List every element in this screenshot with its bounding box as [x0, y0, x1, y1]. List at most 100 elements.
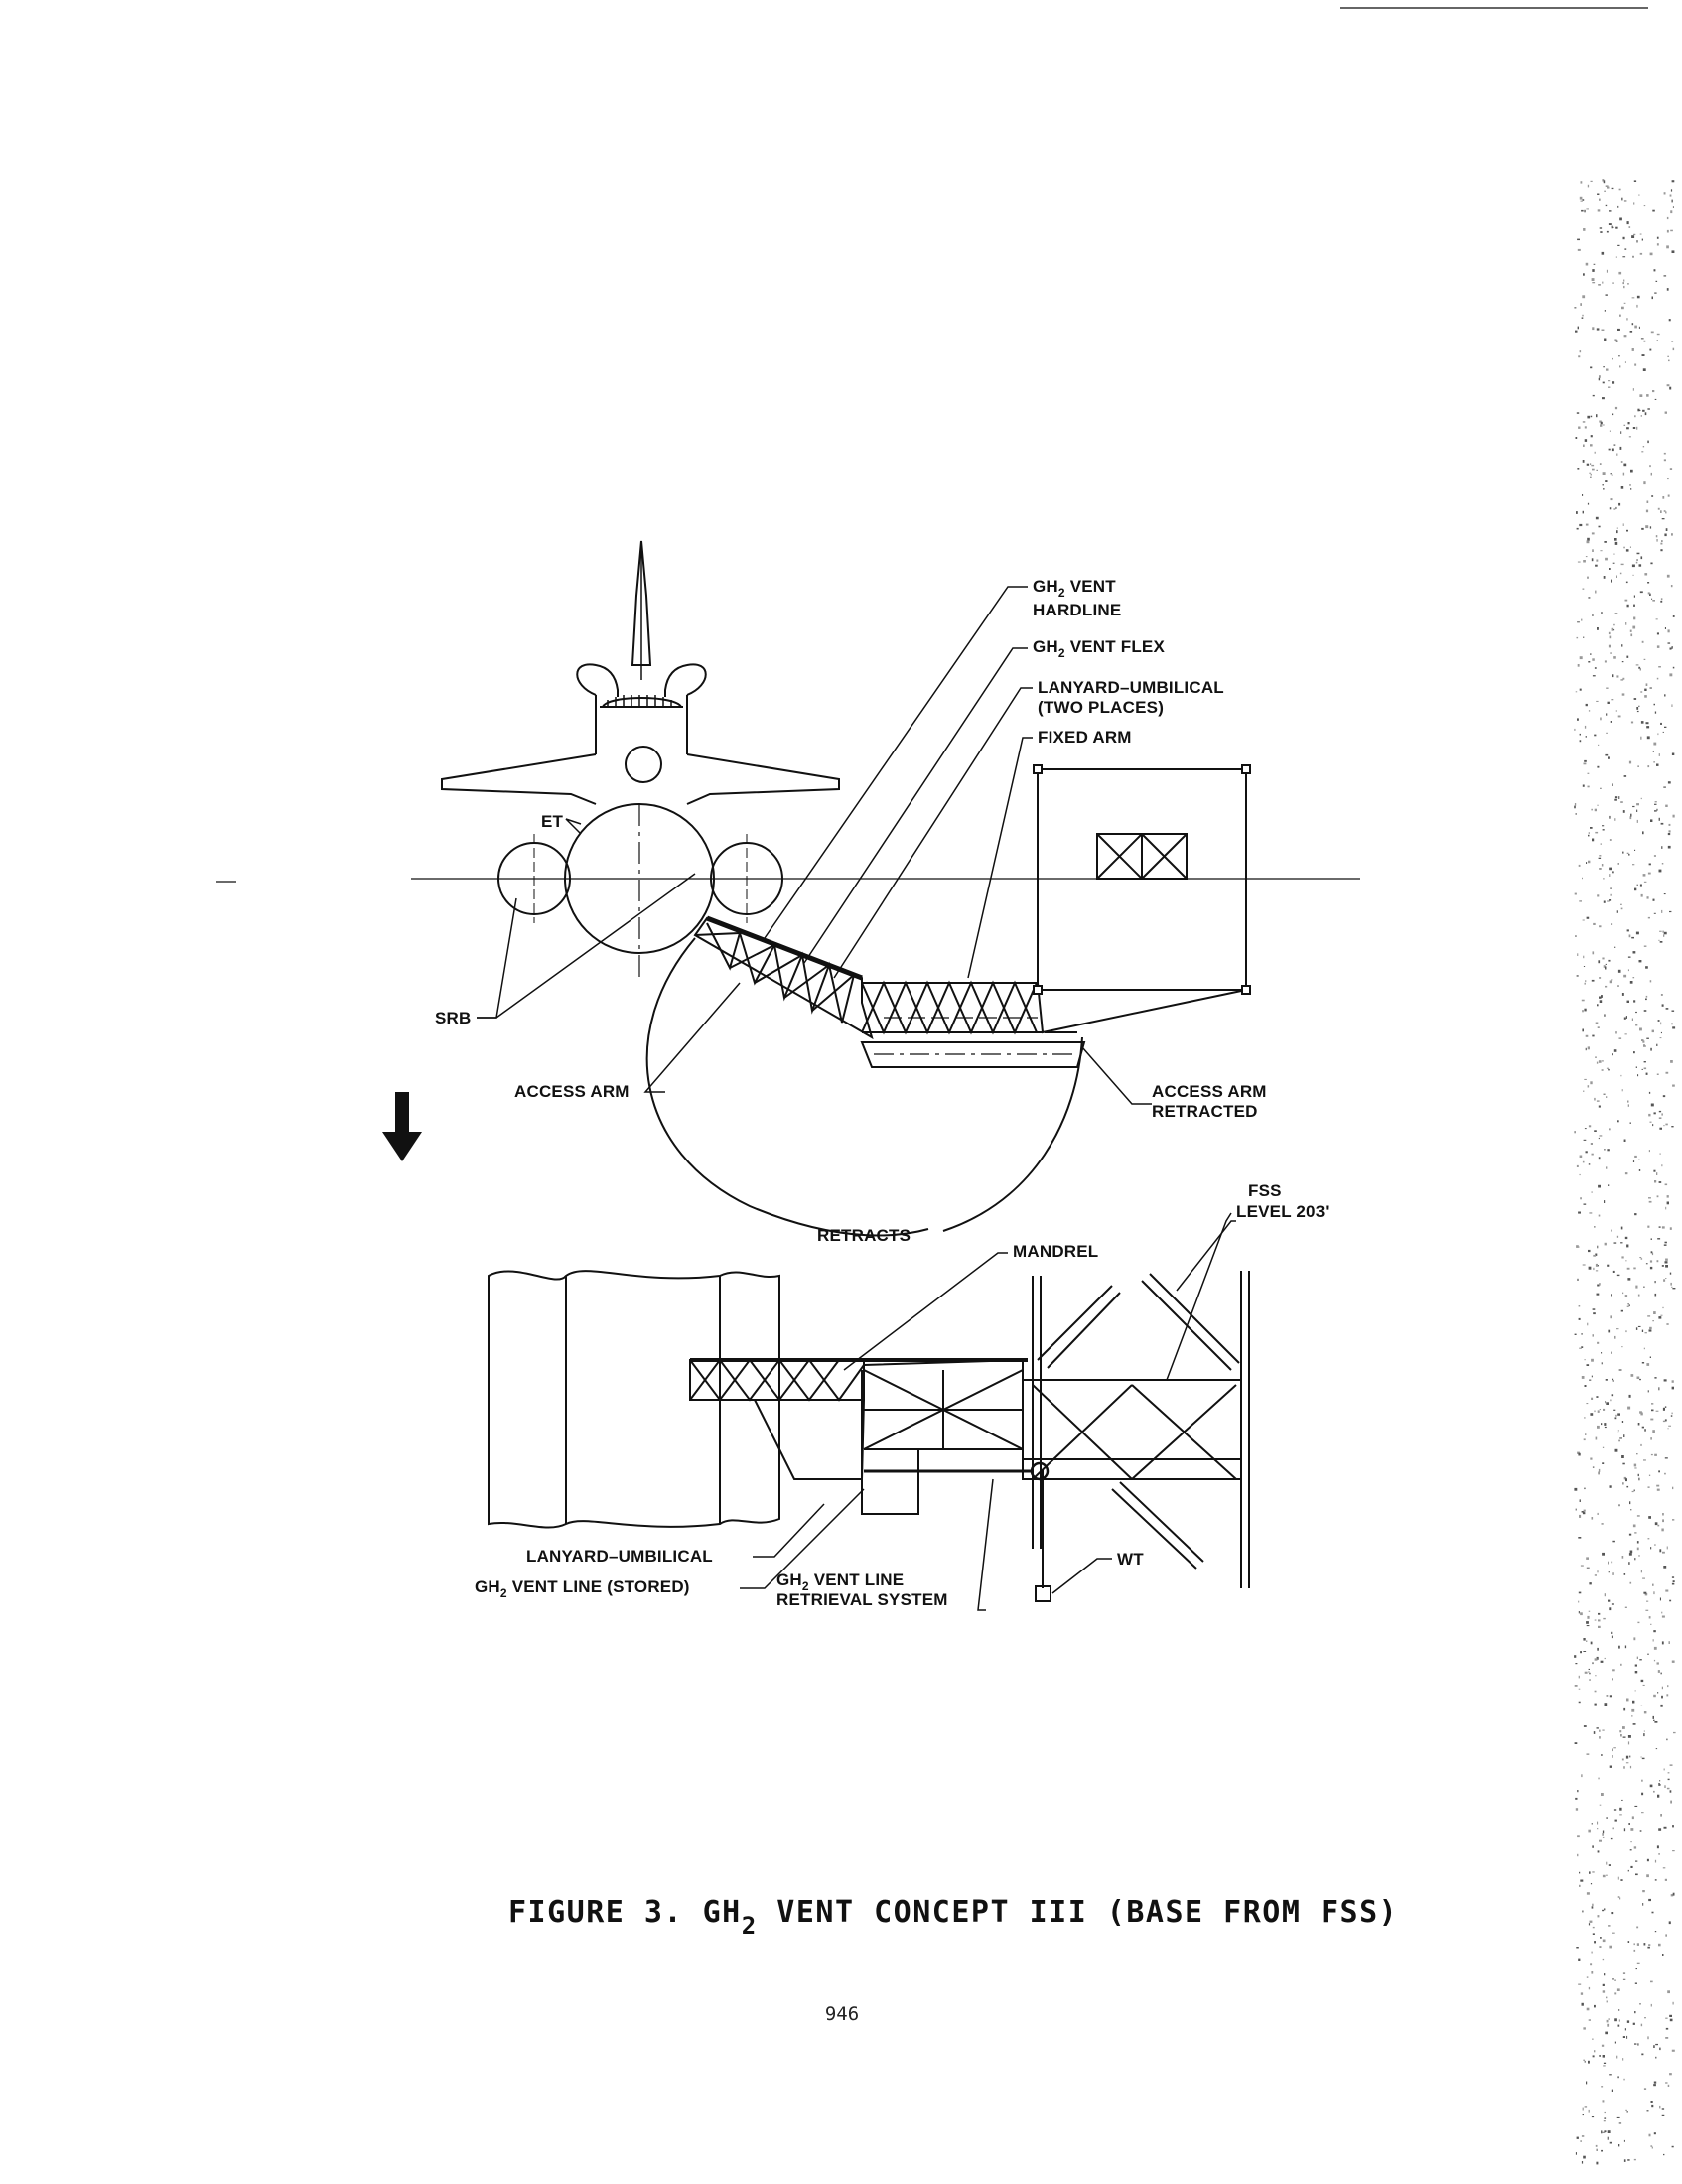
scan-noise-dot — [1636, 707, 1639, 710]
scan-noise-dot — [1604, 338, 1607, 341]
scan-noise-dot — [1590, 366, 1593, 369]
scan-noise-dot — [1633, 1463, 1637, 1467]
scan-noise-dot — [1618, 271, 1622, 275]
scan-noise-dot — [1633, 1846, 1637, 1849]
scan-noise-dot — [1604, 2130, 1607, 2133]
scan-noise-dot — [1642, 1684, 1645, 1686]
scan-noise-dot — [1607, 186, 1610, 189]
scan-noise-dot — [1662, 1420, 1666, 1423]
scan-noise-dot — [1633, 1943, 1635, 1946]
scan-noise-dot — [1643, 205, 1646, 207]
scan-noise-dot — [1653, 1311, 1656, 1314]
scan-noise-dot — [1582, 877, 1583, 880]
scan-noise-dot — [1586, 1753, 1590, 1755]
scan-noise-dot — [1656, 1073, 1659, 1075]
scan-noise-dot — [1656, 1845, 1659, 1849]
scan-noise-dot — [1626, 1244, 1629, 1248]
scan-noise-dot — [1621, 197, 1623, 201]
scan-noise-dot — [1617, 2024, 1620, 2027]
scan-noise-dot — [1582, 784, 1585, 787]
scan-noise-dot — [1627, 1406, 1631, 1410]
scan-noise-dot — [1619, 1897, 1621, 1900]
scan-noise-dot — [1584, 759, 1587, 762]
scan-noise-dot — [1637, 1621, 1640, 1624]
scan-noise-dot — [1663, 1125, 1665, 1127]
scan-noise-dot — [1636, 1453, 1638, 1455]
scan-noise-dot — [1643, 1010, 1647, 1012]
scan-noise-dot — [1608, 223, 1612, 225]
scan-noise-dot — [1634, 1690, 1636, 1692]
scan-noise-dot — [1612, 1378, 1614, 1381]
scan-noise-dot — [1626, 221, 1629, 225]
solid-rocket-boosters — [497, 834, 783, 923]
scan-noise-dot — [1596, 1293, 1600, 1296]
scan-noise-dot — [1654, 1879, 1657, 1881]
scan-noise-dot — [1588, 597, 1591, 599]
scan-noise-dot — [1602, 1552, 1605, 1556]
scan-noise-dot — [1604, 1014, 1606, 1017]
scan-noise-dot — [1661, 1695, 1663, 1699]
scan-noise-dot — [1581, 2002, 1584, 2006]
scan-noise-dot — [1658, 753, 1660, 756]
scan-noise-dot — [1623, 1139, 1626, 1142]
scan-noise-dot — [1587, 1322, 1589, 1326]
scan-noise-dot — [1653, 269, 1656, 272]
scan-noise-dot — [1601, 2044, 1605, 2047]
scan-noise-dot — [1598, 1777, 1600, 1780]
scan-noise-dot — [1652, 1124, 1654, 1127]
scan-noise-dot — [1612, 282, 1614, 284]
scan-noise-dot — [1604, 2117, 1607, 2119]
scan-noise-dot — [1626, 655, 1629, 658]
scan-noise-dot — [1647, 1538, 1650, 1540]
scan-noise-dot — [1667, 355, 1669, 357]
scan-noise-dot — [1601, 2086, 1604, 2088]
scan-noise-dot — [1597, 1915, 1600, 1918]
scan-noise-dot — [1622, 677, 1625, 680]
scan-noise-dot — [1654, 292, 1657, 294]
scan-noise-dot — [1641, 1039, 1644, 1041]
scan-noise-dot — [1664, 1241, 1667, 1244]
scan-noise-dot — [1595, 831, 1599, 834]
scan-noise-dot — [1647, 1315, 1651, 1317]
scan-noise-dot — [1584, 1487, 1586, 1490]
scan-noise-dot — [1616, 2055, 1618, 2059]
scan-noise-dot — [1656, 1484, 1660, 1487]
scan-noise-dot — [1653, 2081, 1657, 2084]
scan-noise-dot — [1617, 969, 1621, 973]
scan-noise-dot — [1665, 2082, 1668, 2084]
scan-noise-dot — [1623, 302, 1626, 304]
scan-noise-dot — [1591, 2116, 1595, 2118]
scan-noise-dot — [1662, 1407, 1665, 1411]
scan-noise-dot — [1635, 1066, 1637, 1068]
scan-noise-dot — [1601, 864, 1604, 867]
scan-noise-dot — [1589, 1672, 1591, 1675]
scan-noise-dot — [1599, 868, 1602, 870]
scan-noise-dot — [1581, 1346, 1584, 1348]
scan-noise-dot — [1654, 1377, 1657, 1379]
scan-noise-dot — [1598, 1612, 1601, 1615]
scan-noise-dot — [1654, 803, 1657, 805]
scan-noise-dot — [1624, 1645, 1627, 1649]
scan-noise-dot — [1591, 1906, 1594, 1909]
scan-noise-dot — [1654, 711, 1657, 714]
scan-noise-dot — [1657, 1794, 1660, 1798]
scan-noise-dot — [1610, 473, 1612, 475]
scan-noise-dot — [1669, 468, 1673, 470]
scan-noise-dot — [1606, 1067, 1609, 1069]
scan-noise-dot — [1606, 732, 1608, 734]
scan-noise-dot — [1649, 1260, 1653, 1263]
scan-noise-dot — [1646, 896, 1649, 899]
scan-noise-dot — [1612, 674, 1614, 678]
scan-noise-dot — [1601, 1793, 1604, 1796]
scan-noise-dot — [1649, 1266, 1653, 1270]
scan-noise-dot — [1598, 377, 1601, 381]
scan-noise-dot — [1631, 564, 1635, 568]
scan-noise-dot — [1582, 2107, 1584, 2111]
scan-noise-dot — [1614, 1335, 1616, 1339]
scan-noise-dot — [1606, 1861, 1608, 1865]
scan-noise-dot — [1639, 884, 1642, 887]
scan-noise-dot — [1619, 1730, 1622, 1733]
scan-noise-dot — [1669, 194, 1672, 197]
scan-noise-dot — [1612, 1380, 1614, 1382]
scan-noise-dot — [1591, 1951, 1593, 1954]
